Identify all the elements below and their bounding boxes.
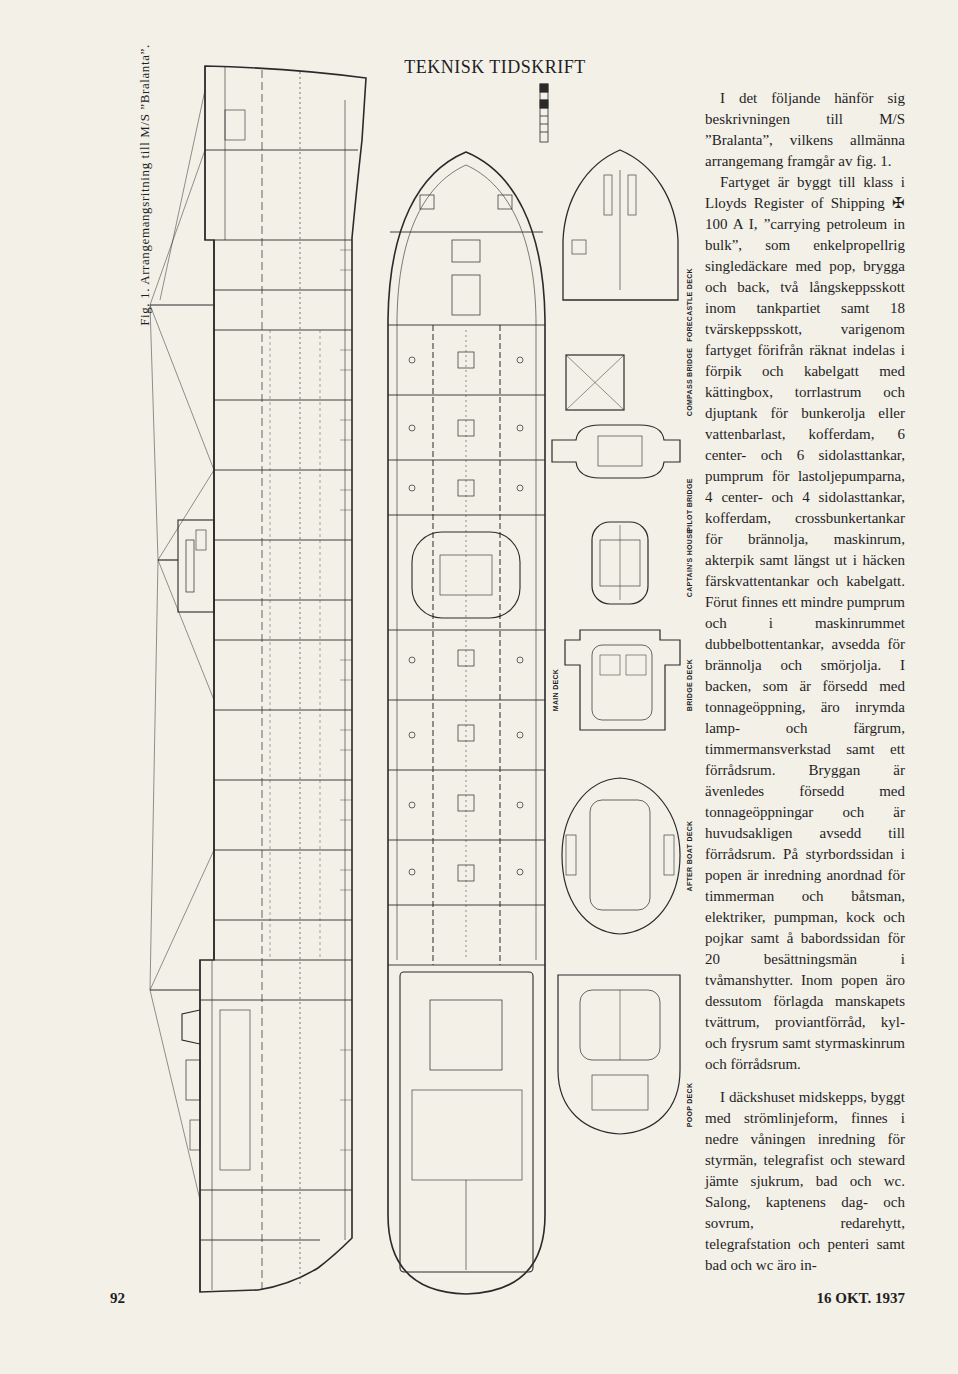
text-column: I det följande hänför sig beskrivningen … — [705, 88, 905, 1276]
body-paragraph: Fartyget är byggt till klass i Lloyds Re… — [705, 172, 905, 1075]
deck-label: PILOT BRIDGE — [686, 478, 693, 531]
upper-deck-plans — [552, 150, 680, 1134]
page-title: TEKNISK TIDSKRIFT — [404, 57, 586, 78]
issue-date: 16 OKT. 1937 — [817, 1290, 905, 1307]
body-paragraph: I det följande hänför sig beskrivningen … — [705, 88, 905, 172]
deck-label: BRIDGE DECK — [686, 659, 693, 711]
page-number: 92 — [110, 1290, 125, 1307]
body-paragraph: I däckshuset midskepps, byggt med ströml… — [705, 1087, 905, 1276]
deck-label: POOP DECK — [686, 1083, 693, 1128]
deck-label: AFTER BOAT DECK — [686, 821, 693, 892]
deck-label: CAPTAIN'S HOUSE — [686, 529, 693, 597]
main-deck-plan — [388, 152, 545, 1294]
profile-view — [150, 66, 366, 1292]
deck-label: MAIN DECK — [552, 669, 559, 711]
scale-bar — [540, 84, 548, 142]
deck-label: FORECASTLE DECK — [686, 268, 693, 342]
figure-caption: Fig. 1. Arrangemangsritning till M/S ”Br… — [137, 44, 153, 326]
deck-label: COMPASS BRIDGE — [686, 348, 693, 416]
